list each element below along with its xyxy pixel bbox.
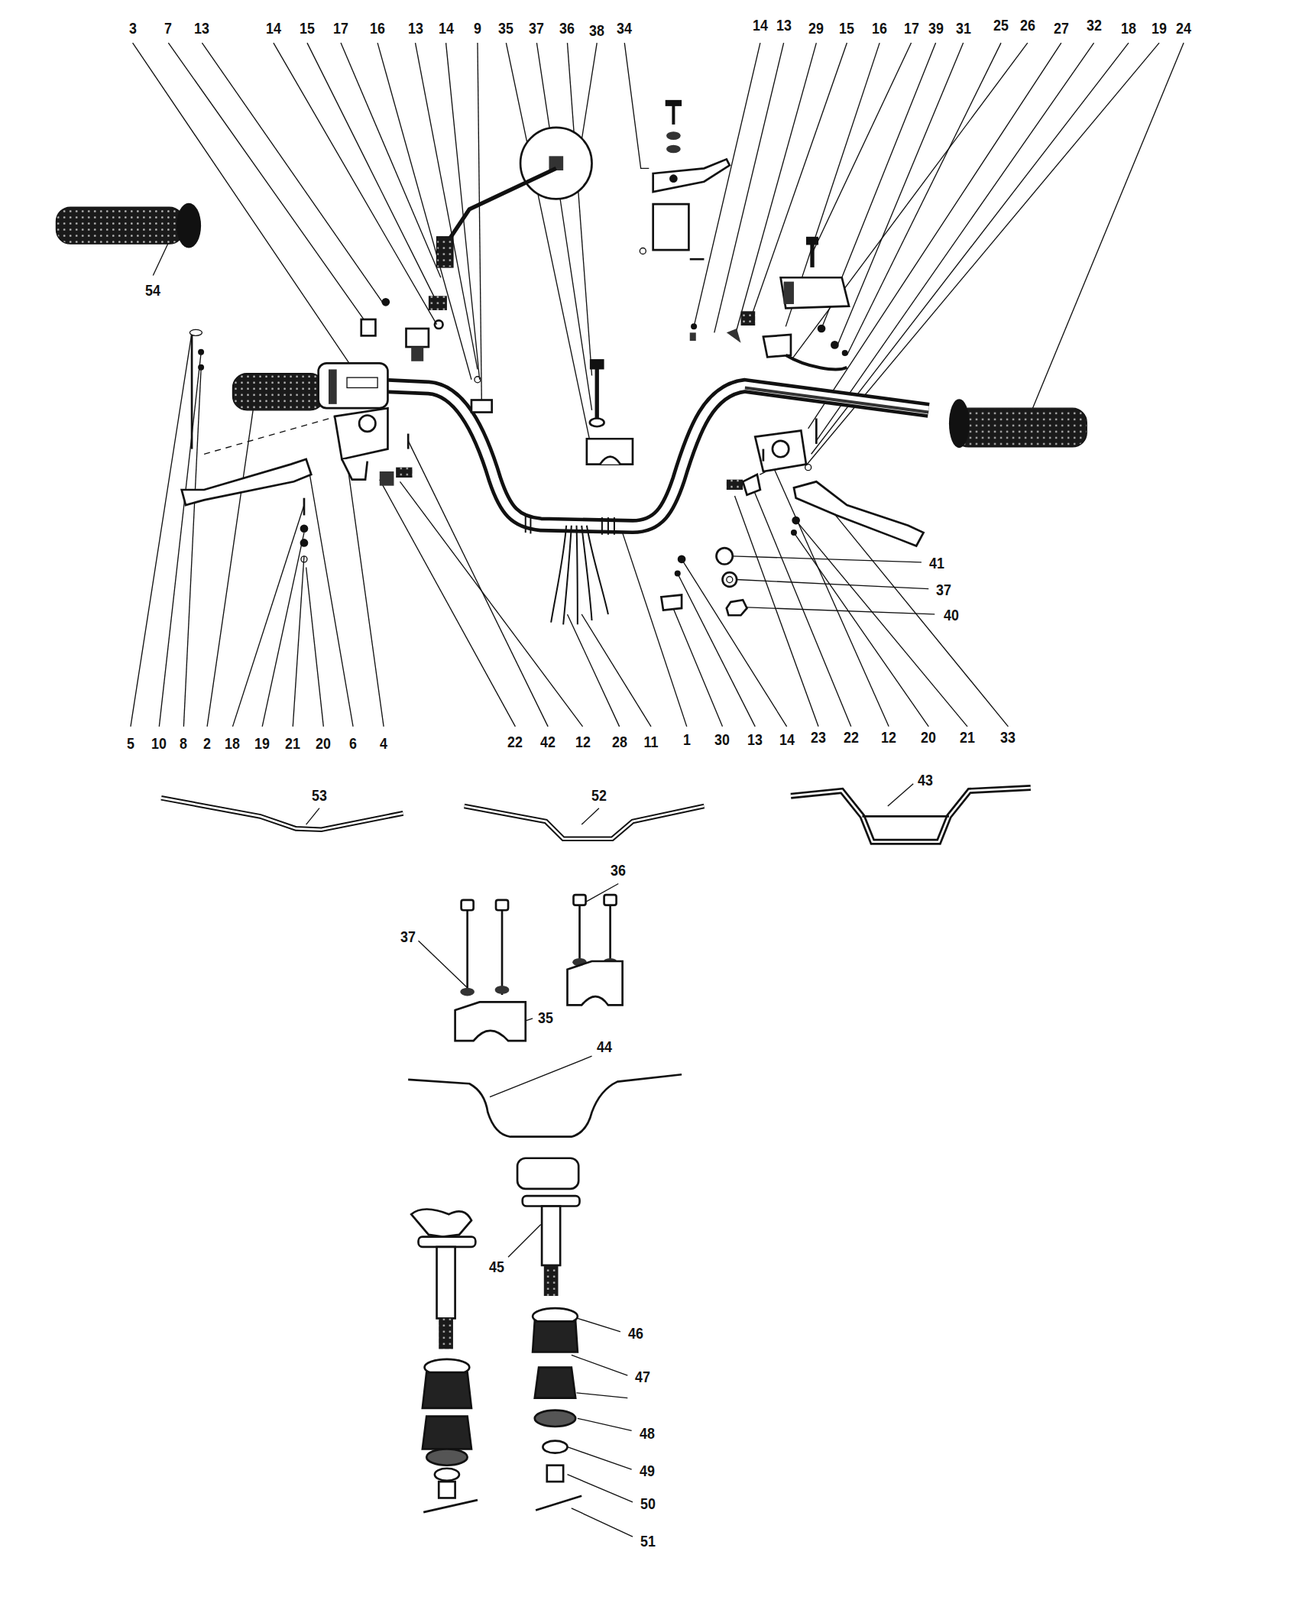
callout-number: 14 — [752, 16, 768, 33]
callout-number: 41 — [929, 553, 945, 571]
callout-number: 18 — [225, 735, 241, 752]
callout-number: 22 — [843, 728, 859, 746]
callout-number: 44 — [596, 1037, 613, 1054]
callout-number: 5 — [126, 735, 135, 752]
callout-number: 23 — [810, 728, 827, 746]
callout-number: 13 — [747, 730, 763, 747]
callout-number: 52 — [591, 787, 607, 804]
callout-number: 2 — [203, 735, 211, 752]
callout-number: 36 — [560, 19, 576, 36]
callout-number: 47 — [634, 1368, 651, 1385]
callout-number: 20 — [920, 728, 937, 746]
callout-number: 36 — [610, 861, 626, 878]
callout-number: 15 — [299, 19, 315, 36]
callout-number: 16 — [871, 19, 888, 36]
callout-number: 40 — [943, 605, 959, 622]
callout-number: 30 — [715, 730, 731, 747]
callout-number: 18 — [1120, 19, 1137, 36]
callout-number: 39 — [928, 19, 944, 36]
callout-number: 20 — [315, 735, 331, 752]
callout-number: 22 — [507, 732, 523, 749]
callout-number: 32 — [1086, 16, 1102, 33]
callout-number: 10 — [151, 735, 167, 752]
callout-number: 42 — [540, 732, 556, 749]
callout-number: 19 — [1151, 19, 1167, 36]
callout-number: 9 — [473, 19, 482, 36]
callout-number: 4 — [379, 735, 388, 752]
callout-number: 33 — [1000, 728, 1016, 746]
callout-number: 37 — [400, 927, 416, 944]
callout-number: 12 — [575, 732, 591, 749]
callout-number: 3 — [129, 19, 137, 36]
callout-number: 51 — [640, 1532, 656, 1549]
callout-number: 31 — [955, 19, 972, 36]
callout-number: 35 — [498, 19, 514, 36]
callout-number: 24 — [1175, 19, 1192, 36]
callout-number: 13 — [776, 16, 792, 33]
callout-number: 50 — [640, 1495, 656, 1512]
callout-number: 54 — [145, 281, 161, 299]
callout-number: 7 — [164, 19, 172, 36]
callout-number: 49 — [639, 1462, 655, 1479]
callout-number: 37 — [936, 580, 952, 597]
callout-number: 14 — [265, 19, 282, 36]
callout-number: 16 — [369, 19, 386, 36]
callout-number: 48 — [639, 1424, 655, 1441]
callout-number: 28 — [612, 732, 628, 749]
callout-number: 15 — [839, 19, 855, 36]
callout-number: 53 — [311, 787, 328, 804]
callout-number: 37 — [528, 19, 545, 36]
callout-number: 6 — [349, 735, 357, 752]
callout-number: 19 — [254, 735, 270, 752]
callout-number: 17 — [903, 19, 920, 36]
callout-number: 14 — [438, 19, 454, 36]
callout-number: 11 — [644, 732, 659, 749]
callout-number: 26 — [1020, 16, 1036, 33]
callout-number: 45 — [489, 1258, 505, 1275]
callout-number: 12 — [881, 728, 897, 746]
callout-number: 27 — [1053, 19, 1070, 36]
callout-number: 14 — [779, 730, 795, 747]
callout-number: 34 — [616, 19, 632, 36]
callout-number: 38 — [589, 21, 605, 38]
callout-number: 21 — [959, 728, 976, 746]
callout-number: 1 — [683, 730, 691, 747]
callout-number: 17 — [333, 19, 349, 36]
callout-number: 46 — [628, 1324, 644, 1342]
callout-number: 8 — [179, 735, 188, 752]
callout-number: 35 — [538, 1009, 554, 1026]
callout-number: 43 — [917, 771, 933, 788]
callout-number: 25 — [993, 16, 1009, 33]
callout-number: 29 — [808, 19, 824, 36]
callout-number: 13 — [408, 19, 424, 36]
callout-number: 21 — [285, 735, 301, 752]
callout-number: 13 — [194, 19, 210, 36]
